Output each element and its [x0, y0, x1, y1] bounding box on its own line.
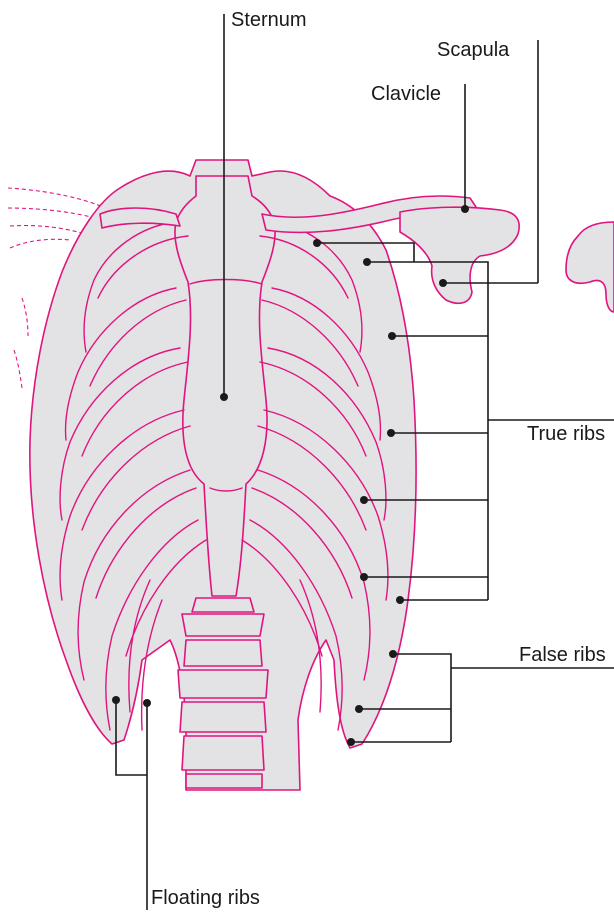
partial-scapula-right-edge — [566, 222, 614, 312]
false-ribs-label: False ribs — [519, 645, 606, 665]
clavicle-label: Clavicle — [371, 84, 441, 104]
scapula-label: Scapula — [437, 40, 509, 60]
scapula-bone — [400, 207, 519, 303]
spine — [178, 598, 268, 788]
scapula-pointer-dot — [439, 279, 447, 287]
sternum-label: Sternum — [231, 10, 307, 30]
floating-ribs-label: Floating ribs — [151, 888, 260, 908]
true-ribs-label: True ribs — [527, 424, 605, 444]
sternum-pointer-dot — [220, 393, 228, 401]
clavicle-pointer-dot — [461, 205, 469, 213]
